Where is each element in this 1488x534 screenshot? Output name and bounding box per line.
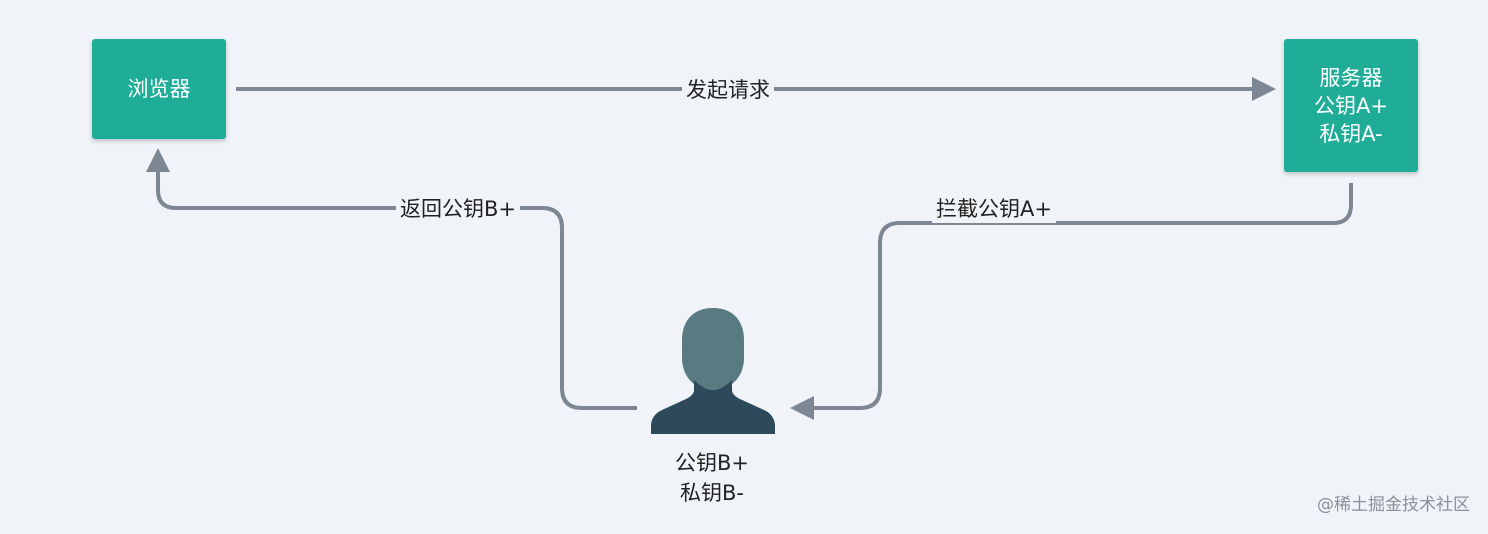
server-public-key: 公钥A+ <box>1314 93 1388 118</box>
edge-label-intercept: 拦截公钥A+ <box>932 195 1056 223</box>
attacker-private-key: 私钥B- <box>680 481 744 505</box>
browser-node: 浏览器 <box>92 39 226 139</box>
edge-intercept <box>790 183 1353 420</box>
watermark: @稀土掘金技术社区 <box>1317 495 1470 515</box>
server-label: 服务器 <box>1319 65 1383 90</box>
browser-label: 浏览器 <box>127 77 191 101</box>
server-private-key: 私钥A- <box>1319 121 1383 146</box>
edge-return-key <box>146 148 637 410</box>
edge-label-request: 发起请求 <box>682 76 774 104</box>
person-icon <box>651 308 775 434</box>
attacker-keys: 公钥B+ 私钥B- <box>662 448 762 508</box>
person-head <box>682 308 744 390</box>
attacker-public-key: 公钥B+ <box>674 451 749 475</box>
person-body <box>651 380 775 434</box>
server-node: 服务器 公钥A+ 私钥A- <box>1284 39 1418 172</box>
edge-label-return-key: 返回公钥B+ <box>396 195 521 223</box>
